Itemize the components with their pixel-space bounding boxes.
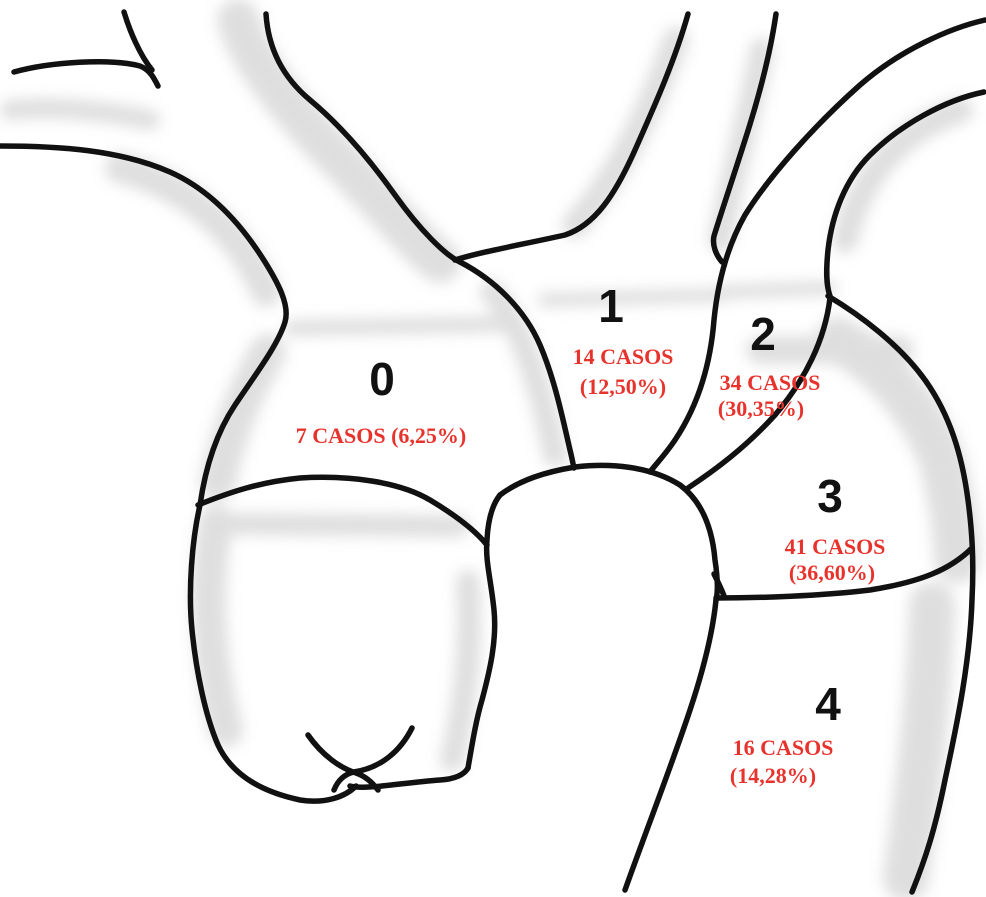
vessel-outlines [0,12,985,892]
zone-2-number: 2 [750,308,776,360]
zone-1-percent-label: (12,50%) [580,374,666,399]
shading-chamber-left [209,522,226,730]
shading-zone3-outer [838,340,957,560]
zone-3-cases-label: 41 CASOS [785,534,886,559]
shading-chamber-right [452,582,469,760]
shading-zone2-band [722,288,830,292]
shading-carotid [575,40,676,225]
zone-0-number: 0 [369,353,395,405]
zone-4-percent-label: (14,28%) [730,763,816,788]
zone-4-cases-label: 16 CASOS [733,735,834,760]
shading-zone0-band [292,324,505,328]
shading-top-left [10,108,150,120]
zone-0-cases-label: 7 CASOS (6,25%) [296,423,467,448]
top-left-branch-edge [14,62,158,86]
shading-zone1-band [545,295,722,300]
aortic-root-top [500,465,717,600]
zone-1-cases-label: 14 CASOS [573,344,674,369]
descending-inner-wall [625,600,716,890]
innominate-outer-wall [0,146,356,801]
zone-3-number: 3 [817,470,843,522]
chamber-fold-left [308,735,378,790]
shading-innominate-inner [238,20,440,262]
zone-1-number: 1 [598,280,624,332]
zone-4-number: 4 [815,678,841,730]
shading-chamber-band [232,524,458,526]
zone-2-cases-label: 34 CASOS [720,370,821,395]
zone-3-percent-label: (36,60%) [789,560,875,585]
shading-zone4-outer [906,605,932,878]
zone-2-percent-label: (30,35%) [718,396,804,421]
